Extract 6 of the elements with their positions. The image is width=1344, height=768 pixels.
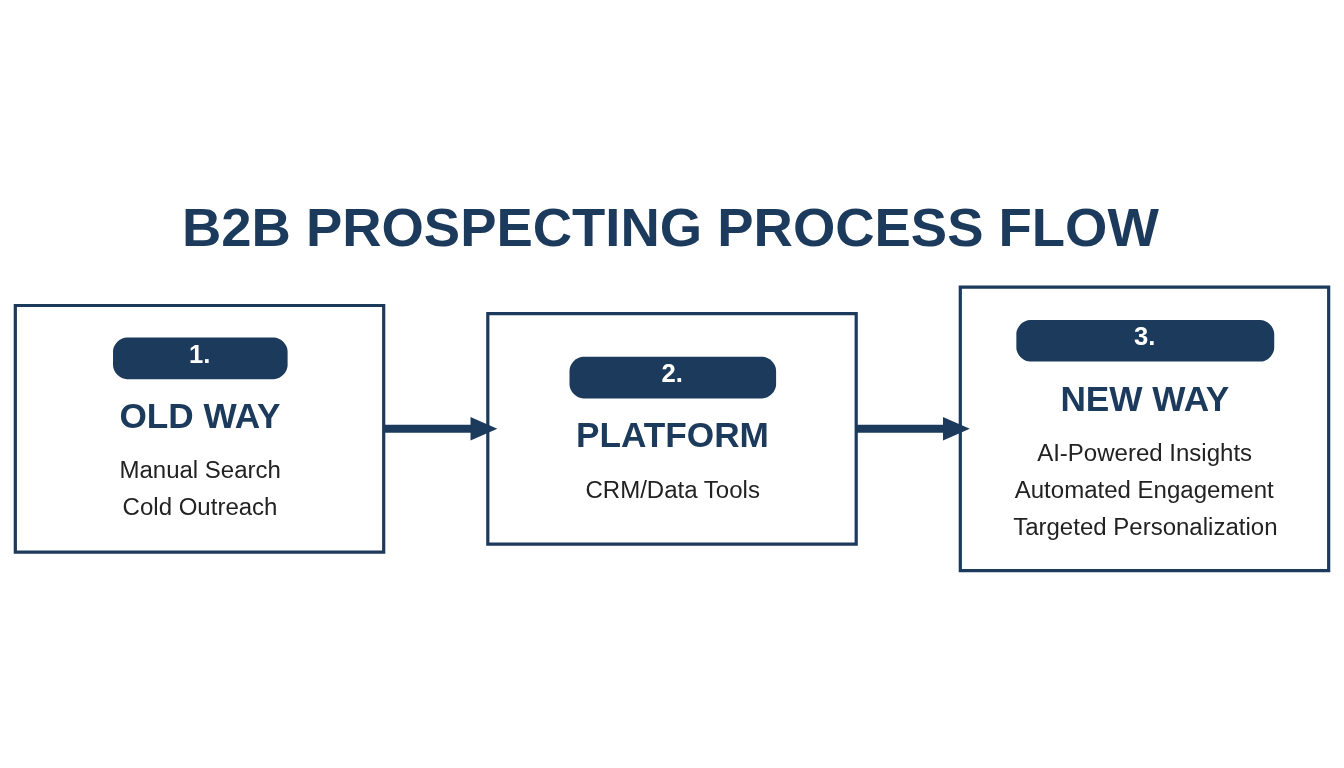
diagram-title: B2B PROSPECTING PROCESS FLOW xyxy=(181,196,1159,258)
arrow xyxy=(856,417,970,441)
node-box: 1. OLD WAY Manual Search Cold Outreach xyxy=(13,303,386,554)
node-box: 2. PLATFORM CRM/Data Tools xyxy=(486,311,858,546)
node-box: 3. NEW WAY AI-Powered Insights Automated Engagement Targeted Personalization xyxy=(958,285,1331,573)
arrow xyxy=(383,417,498,441)
